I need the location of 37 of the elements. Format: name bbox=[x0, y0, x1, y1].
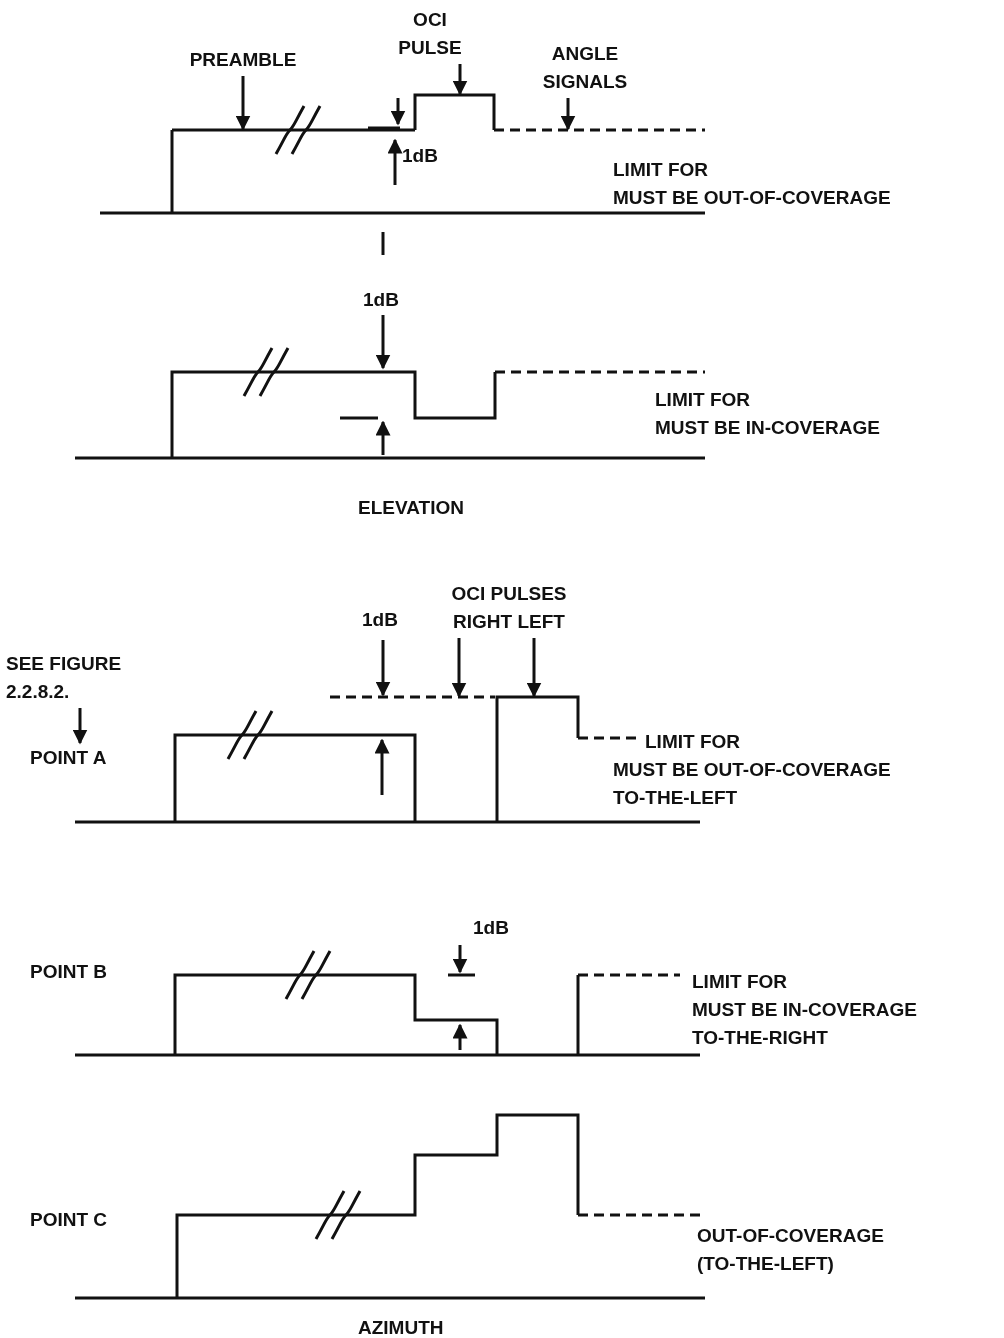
panel-title: ELEVATION bbox=[358, 496, 464, 520]
annotation-text: MUST BE IN-COVERAGE bbox=[692, 998, 917, 1022]
pulse-line bbox=[495, 695, 580, 822]
callout-text: ANGLE SIGNALS bbox=[525, 40, 645, 96]
annotation-text: POINT C bbox=[30, 1208, 108, 1232]
callout-text: OCI PULSE bbox=[395, 6, 465, 62]
pulse-line bbox=[413, 93, 496, 130]
annotation-text: (TO-THE-LEFT) bbox=[697, 1252, 834, 1276]
callout-text: OCI PULSES RIGHT LEFT bbox=[424, 580, 594, 636]
leader-arrow bbox=[235, 76, 251, 131]
annotation-text: LIMIT FOR bbox=[692, 970, 787, 994]
leader-arrow bbox=[526, 638, 542, 698]
callout-text: POINT A bbox=[30, 744, 140, 772]
callout-text: SEE FIGURE 2.2.8.2. bbox=[6, 650, 156, 706]
dimension-label: 1dB bbox=[473, 916, 509, 940]
dimension-label: 1dB bbox=[362, 608, 398, 632]
annotation-text: TO-THE-RIGHT bbox=[692, 1026, 828, 1050]
annotation-text: LIMIT FOR bbox=[655, 388, 750, 412]
annotation-text: LIMIT FOR bbox=[613, 158, 708, 182]
leader-arrow bbox=[72, 708, 88, 745]
annotation-text: LIMIT FOR bbox=[645, 730, 740, 754]
dashed-signal-line bbox=[494, 128, 705, 132]
dashed-signal-line bbox=[330, 695, 495, 699]
dimension-label: 1dB bbox=[363, 288, 399, 312]
signal-level-line bbox=[172, 128, 415, 132]
dimension-label: 1dB bbox=[402, 144, 438, 168]
annotation-text: OUT-OF-COVERAGE bbox=[697, 1224, 884, 1248]
annotation-text: TO-THE-LEFT bbox=[613, 786, 738, 810]
panel-title: AZIMUTH bbox=[358, 1316, 444, 1338]
annotation-text: MUST BE IN-COVERAGE bbox=[655, 416, 880, 440]
annotation-text: MUST BE OUT-OF-COVERAGE bbox=[613, 186, 891, 210]
annotation-text: POINT B bbox=[30, 960, 108, 984]
leader-arrow bbox=[452, 64, 468, 96]
annotation-text: MUST BE OUT-OF-COVERAGE bbox=[613, 758, 891, 782]
callout-text: PREAMBLE bbox=[183, 46, 303, 74]
leader-arrow bbox=[451, 638, 467, 698]
leader-arrow bbox=[560, 98, 576, 131]
